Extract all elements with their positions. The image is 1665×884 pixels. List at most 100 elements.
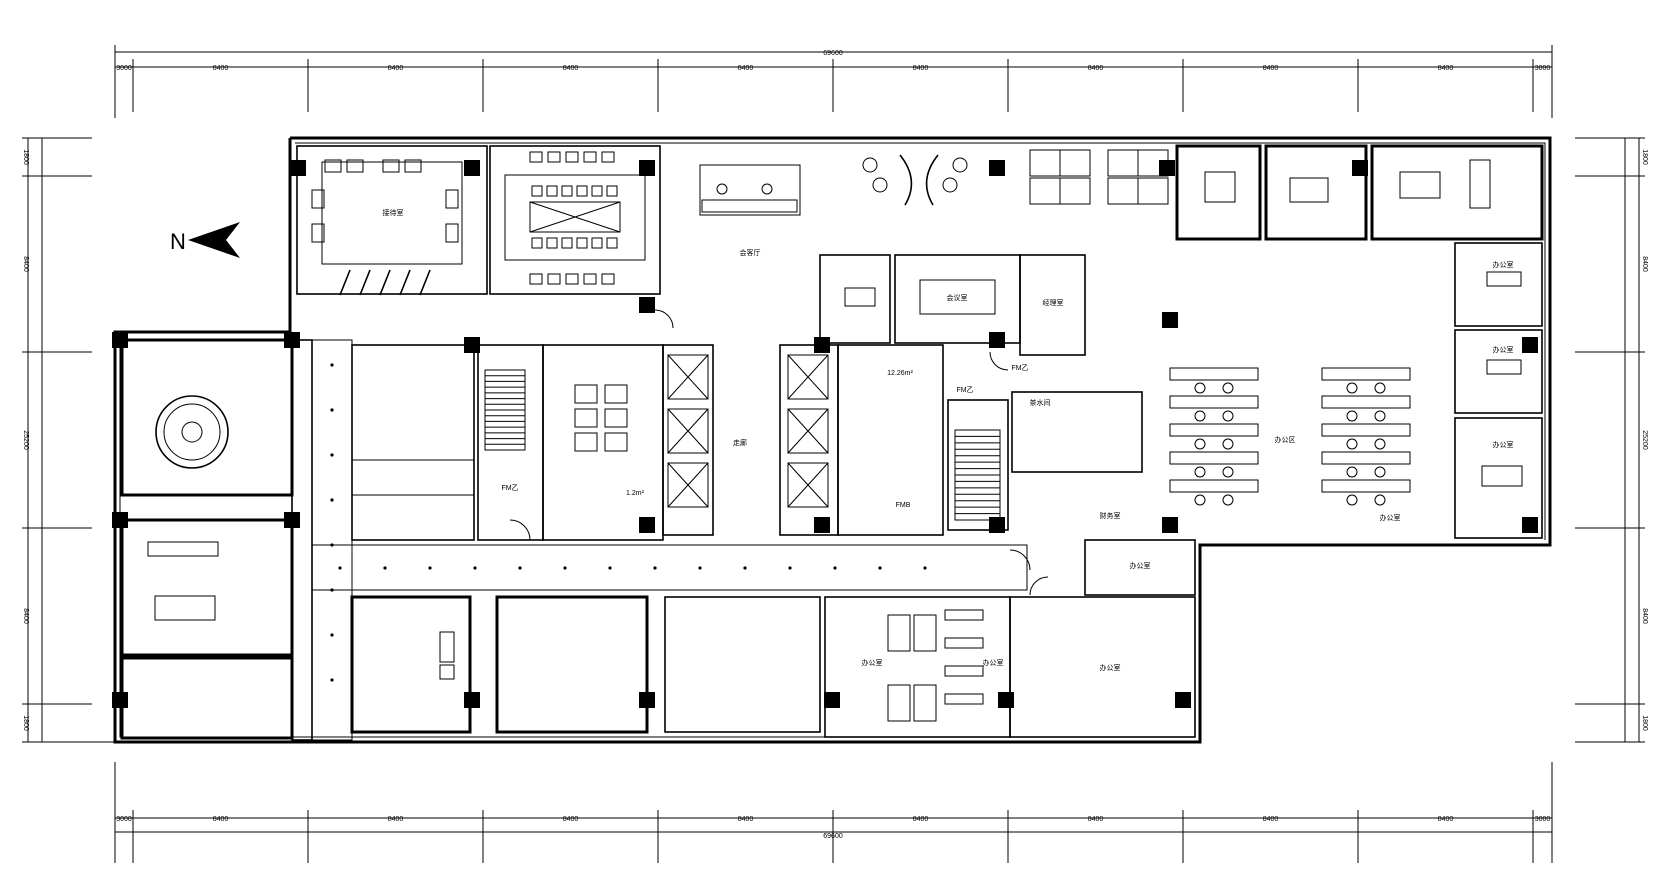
open-desk-1-3 <box>1321 451 1411 465</box>
open-chair-a-0-0 <box>1194 382 1206 394</box>
open-chair-b-0-1 <box>1222 410 1234 422</box>
door-swings <box>509 309 1049 596</box>
right-dim-span-0: 1800 <box>1641 149 1648 165</box>
tea-label: 茶水间 <box>1030 398 1051 407</box>
corridor-light-11 <box>833 566 837 570</box>
bottom-dim-span-2: 8400 <box>388 816 404 823</box>
bottom-dim-span-5: 8400 <box>913 816 929 823</box>
boardroom-chair-row1-4 <box>601 151 615 163</box>
office-label-h: 办公室 <box>1380 513 1401 522</box>
elev-right-car-1 <box>787 408 829 454</box>
corridor-light-0 <box>338 566 342 570</box>
left-dim-span-2: 25200 <box>22 430 29 450</box>
corridor-light-9 <box>743 566 747 570</box>
private-offices-right: 办公室 办公室 办公室 <box>1454 242 1543 539</box>
column-23 <box>824 692 840 708</box>
open-chair-b-1-2 <box>1374 438 1386 450</box>
reception-room: 接待室 <box>296 145 488 296</box>
column-20 <box>989 517 1005 533</box>
open-chair-b-0-0 <box>1222 382 1234 394</box>
boardroom-chair-row1-1 <box>547 151 561 163</box>
toilet-stall-2-0 <box>574 432 598 452</box>
corridor-light-10 <box>788 566 792 570</box>
corridor-light-6 <box>608 566 612 570</box>
boardroom-chair-row2-3 <box>583 273 597 285</box>
boardroom-chair-top-3 <box>576 185 588 197</box>
bottom-bench-3 <box>944 693 984 705</box>
open-chair-b-1-0 <box>1374 382 1386 394</box>
workstation-cluster-top <box>1029 149 1169 205</box>
office-label-f: 办公室 <box>1100 663 1121 672</box>
north-arrow-icon <box>188 222 240 258</box>
bottom-desk-1-0 <box>887 684 911 722</box>
open-desk-0-3 <box>1169 451 1259 465</box>
elev-left-car-2 <box>667 462 709 508</box>
open-chair-a-0-3 <box>1194 466 1206 478</box>
corridor-light-7 <box>653 566 657 570</box>
manager-room-small: 经理室 <box>819 254 1086 356</box>
open-chair-a-0-2 <box>1194 438 1206 450</box>
private-offices-top <box>1175 144 1544 241</box>
executive-wing <box>120 338 313 741</box>
bottom-bench-1 <box>944 637 984 649</box>
boardroom-chair-row2-0 <box>529 273 543 285</box>
top-dim-span-9: 3000 <box>1535 65 1551 72</box>
left-dim-span-3: 8400 <box>22 608 29 624</box>
boardroom-chair-bottom-4 <box>591 237 603 249</box>
column-12 <box>112 512 128 528</box>
meeting-room: 会议室 <box>894 254 1021 344</box>
column-1 <box>464 160 480 176</box>
elev-right-car-2 <box>787 462 829 508</box>
top-dim-span-7: 8400 <box>1263 65 1279 72</box>
fm2-label-a: FM乙 <box>501 484 518 492</box>
column-19 <box>814 517 830 533</box>
office-label-b: 办公室 <box>1493 345 1514 354</box>
column-5 <box>1352 160 1368 176</box>
open-office-desks <box>1169 367 1411 506</box>
right-dim-span-2: 25200 <box>1641 430 1648 450</box>
open-chair-a-0-1 <box>1194 410 1206 422</box>
boardroom-chair-bottom-0 <box>531 237 543 249</box>
open-desk-0-4 <box>1169 479 1259 493</box>
office-label-g: 办公室 <box>1130 561 1151 570</box>
toilet-stall-0-1 <box>604 384 628 404</box>
corridor-light-v-5 <box>330 588 334 592</box>
boardroom-chair-row1-0 <box>529 151 543 163</box>
corridor-light-1 <box>383 566 387 570</box>
bottom-desk-0-1 <box>913 614 937 652</box>
office-label-d: 办公室 <box>862 658 883 667</box>
fm2-label-b: FM乙 <box>956 386 973 394</box>
column-22 <box>998 692 1014 708</box>
column-6 <box>639 297 655 313</box>
corridor-light-v-4 <box>330 543 334 547</box>
open-chair-a-1-1 <box>1346 410 1358 422</box>
boardroom-chair-top-5 <box>606 185 618 197</box>
fm2-label-c: FM乙 <box>1011 364 1028 372</box>
fmb-label: FMB <box>896 502 911 509</box>
bottom-dim-span-8: 8400 <box>1438 816 1454 823</box>
open-desk-0-2 <box>1169 423 1259 437</box>
elev-left-x2-1 <box>667 408 709 454</box>
corridor-light-v-6 <box>330 633 334 637</box>
elev-right-car-0 <box>787 354 829 400</box>
open-desk-1-1 <box>1321 395 1411 409</box>
bottom-desk-0-0 <box>887 614 911 652</box>
corridor-light-4 <box>518 566 522 570</box>
corridor-light-12 <box>878 566 882 570</box>
column-17 <box>639 517 655 533</box>
column-2 <box>639 160 655 176</box>
column-13 <box>112 692 128 708</box>
right-dim-span-4: 1800 <box>1641 715 1648 731</box>
column-9 <box>1522 337 1538 353</box>
bottom-rooms: 办公室 办公室 办公室 办公室 财务室 办公室 <box>350 511 1401 738</box>
boardroom-chair-top-4 <box>591 185 603 197</box>
column-4 <box>1159 160 1175 176</box>
elev-left-car-1 <box>667 408 709 454</box>
corridor-light-v-1 <box>330 408 334 412</box>
open-office-label: 办公区 <box>1275 435 1296 444</box>
column-11 <box>112 332 128 348</box>
boardroom-chair-top-2 <box>561 185 573 197</box>
toilet-stall-1-1 <box>604 408 628 428</box>
boardroom-chair-row1-2 <box>565 151 579 163</box>
